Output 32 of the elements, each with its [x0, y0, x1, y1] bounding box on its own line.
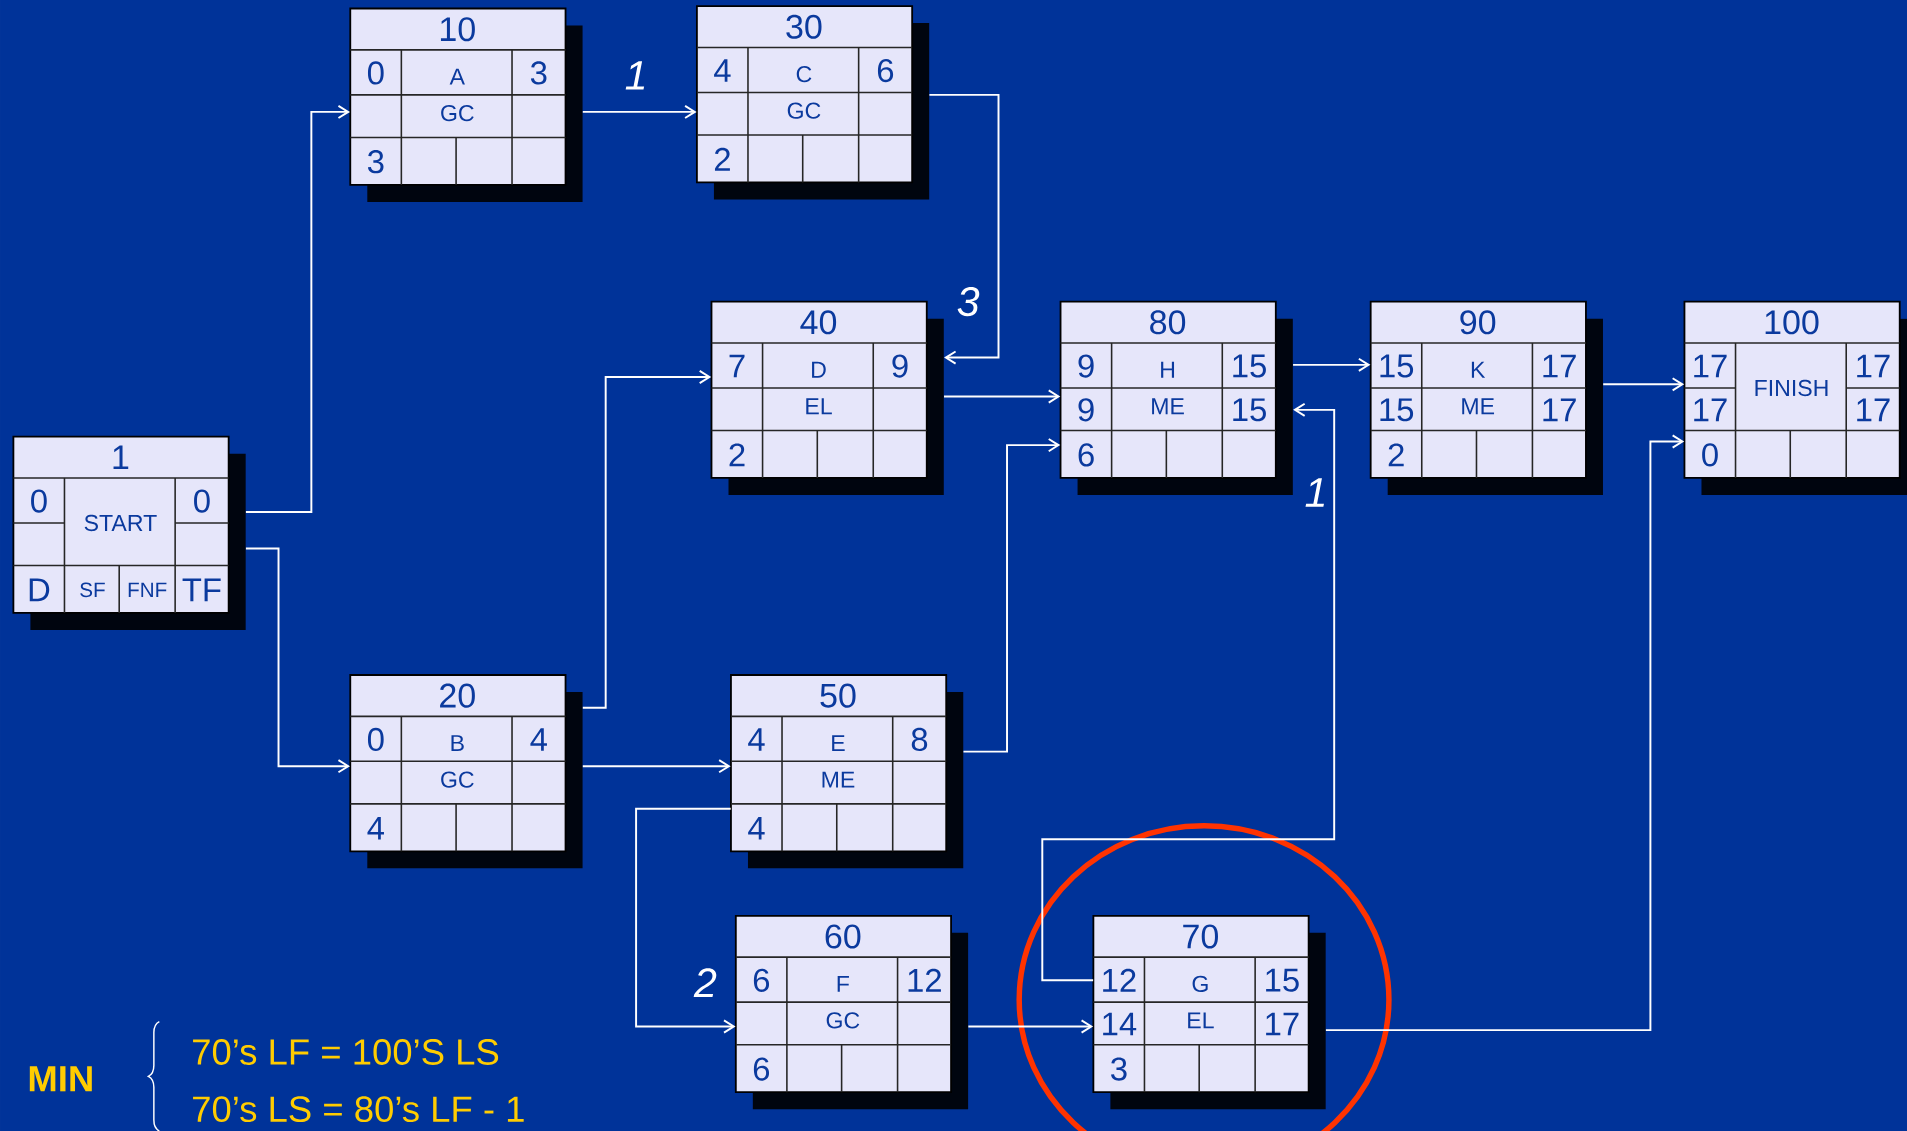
edge-label: 2 — [693, 968, 717, 998]
edge-label: 1 — [1305, 478, 1324, 507]
activity-box: 10 0 A 3 GC 3 — [349, 7, 583, 202]
arrow — [1292, 357, 1371, 372]
activity-box: 40 7 D 9 EL 2 — [710, 300, 944, 495]
arrow — [962, 438, 1061, 753]
arrow — [244, 547, 351, 774]
arrow — [1324, 434, 1685, 1032]
arrow — [581, 369, 712, 709]
arrow — [244, 104, 351, 513]
arrow — [943, 389, 1061, 404]
formula-note: 70’s LS = 80’s LF - 1 — [193, 1096, 524, 1123]
activity-box: 70 12 G 15 14 EL 17 3 — [1092, 914, 1326, 1110]
edge-label: 3 — [957, 286, 980, 317]
arrow — [581, 104, 697, 119]
arrow — [928, 93, 1000, 365]
activity-box: 80 9 H 15 9 ME 15 6 — [1059, 300, 1293, 495]
activity-box: 90 15 K 17 15 ME 17 2 — [1369, 300, 1603, 495]
arrow — [967, 1019, 1094, 1034]
arrow — [635, 807, 736, 1034]
arrow — [1041, 402, 1336, 982]
arrow — [581, 759, 731, 774]
arrow — [1602, 377, 1685, 392]
formula-note: 70’s LF = 100’S LS — [193, 1039, 499, 1065]
edge-label: 1 — [625, 61, 645, 90]
note-heading: MIN — [29, 1066, 92, 1092]
activity-box: 60 6 F 12 GC 6 — [734, 914, 969, 1110]
activity-box: 1 0 START 0 D SF FNF TF — [12, 435, 246, 630]
activity-box: 30 4 C 6 GC 2 — [696, 5, 930, 200]
activity-box: 50 4 E 8 ME 4 — [730, 674, 964, 869]
activity-box: 100 17 FINISH 17 17 17 0 — [1683, 300, 1907, 495]
activity-box: 20 0 B 4 GC 4 — [349, 674, 583, 869]
